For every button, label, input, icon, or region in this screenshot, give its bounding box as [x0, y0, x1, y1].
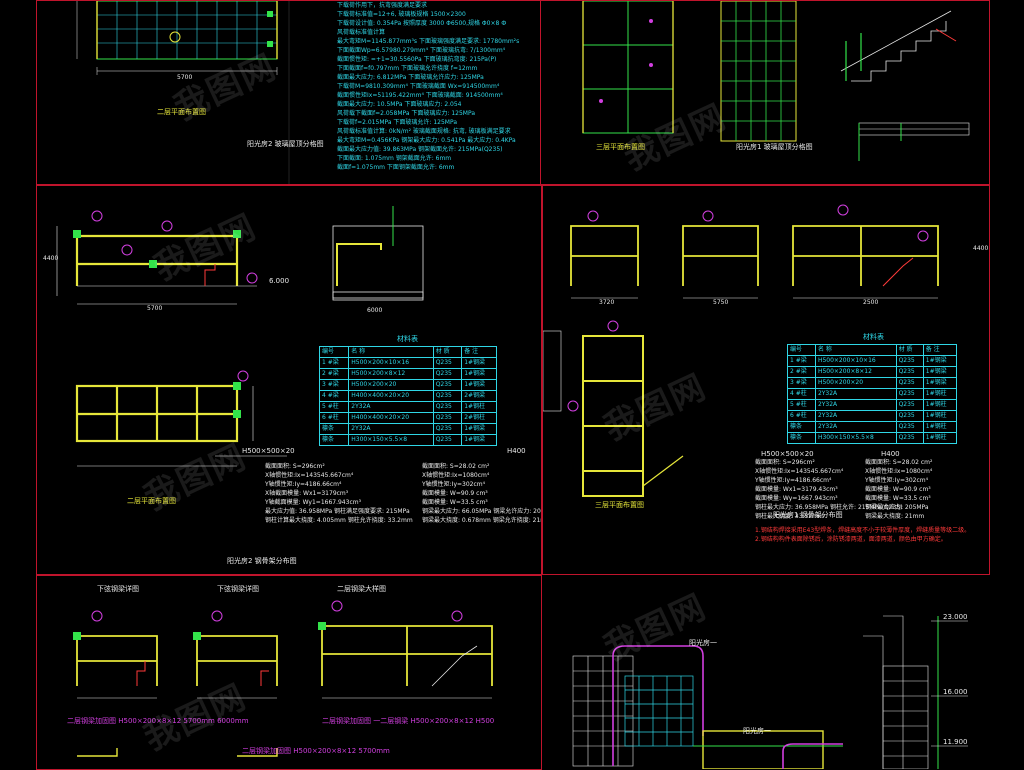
- section-label-h400: H400: [881, 450, 900, 458]
- steel-frame-drawing: [56, 206, 424, 467]
- dim-section: 6000: [367, 307, 383, 314]
- beam-details-drawing: [73, 600, 493, 757]
- plan-title: 三层平面布置图: [595, 501, 644, 509]
- sheet-beam-details: 下弦钢梁详图 下弦钢梁详图 二层钢梁大样图 二层钢梁加固图 H500×200×8…: [36, 575, 542, 770]
- detail-note-2: 二层钢梁加固图 H500×200×8×12 5700mm: [242, 747, 390, 755]
- sheet-elevation: 阳光房一 阳光房一 23.000 16.000 11.900: [542, 575, 990, 770]
- dim-b: 3720: [599, 299, 615, 306]
- dim-width: 5700: [147, 305, 163, 312]
- steel-frame-1-drawing: [543, 204, 939, 497]
- sheet-steel-frame-1: 4400 3720 5750 2500 三层平面布置图 H500×500×20 …: [542, 185, 990, 575]
- elevation-mark-2: 16.000: [943, 688, 968, 696]
- detail-label-2: 下弦钢梁详图: [217, 585, 259, 593]
- plan-dimension: 5700: [177, 74, 193, 81]
- detail-label-1: 下弦钢梁详图: [97, 585, 139, 593]
- dim-c: 5750: [713, 299, 729, 306]
- sheet-subtitle: 阳光房1 玻璃屋顶分格图: [736, 143, 813, 151]
- detail-note-1: 二层钢梁加固图 H500×200×8×12 5700mm 6000mm: [67, 717, 249, 725]
- sheet-steel-frame-2: 5700 4400 6000 6.000 二层平面布置图 阳光房2 钢骨架分布图…: [36, 185, 542, 575]
- table-header-row: 编号名 称材 质备 注: [787, 344, 958, 356]
- elevation-mark-1: 23.000: [943, 613, 968, 621]
- detail-label-3: 二层钢梁大样图: [337, 585, 386, 593]
- section-label-1: H500×500×20: [242, 447, 295, 455]
- elevation-label-1: 阳光房一: [689, 639, 717, 647]
- plan-title: 三层平面布置图: [596, 143, 645, 151]
- table-title: 材料表: [397, 335, 418, 343]
- plan-title-1: 二层平面布置图: [127, 497, 176, 505]
- sheet-glass-roof-plan-2: 5700 二层平面布置图 阳光房2 玻璃屋顶分格图 下载荷作用下，抗弯强度满足要…: [36, 0, 542, 185]
- sheet-subtitle: 阳光房1 钢骨架分布图: [773, 511, 843, 519]
- dim-d: 2500: [863, 299, 879, 306]
- red-notes: 1.钢结构焊接采用E43型焊条，焊缝高度不小于较薄件厚度，焊缝质量等级二级。2.…: [755, 527, 971, 543]
- table-header-row: 编号名 称材 质备 注: [318, 346, 497, 358]
- floor3-plan-drawing: [582, 1, 970, 161]
- sheet-glass-roof-plan-3: 三层平面布置图 阳光房1 玻璃屋顶分格图: [540, 0, 990, 185]
- dim-a: 4400: [973, 245, 989, 252]
- section-label-2: H400: [507, 447, 526, 455]
- plan-title: 二层平面布置图: [157, 108, 206, 116]
- table-title: 材料表: [863, 333, 884, 341]
- elevation-label-2: 阳光房一: [743, 727, 771, 735]
- sheet-subtitle: 阳光房2 钢骨架分布图: [227, 557, 297, 565]
- calc-notes: 下载荷作用下，抗弯强度满足要求下载荷标准值=12+6, 玻璃板规格 1500×2…: [337, 2, 520, 171]
- elevation-mark-3: 11.900: [943, 738, 968, 746]
- dim-height: 4400: [43, 255, 59, 262]
- sheet-subtitle: 阳光房2 玻璃屋顶分格图: [247, 140, 324, 148]
- elevation-mark: 6.000: [269, 277, 290, 285]
- glass-roof-drawing: [76, 1, 290, 184]
- detail-note-3: 二层钢梁加固图 一二层钢梁 H500×200×8×12 H500: [322, 717, 495, 725]
- elevation-drawing: [572, 615, 968, 769]
- section-label: H500×500×20: [761, 450, 814, 458]
